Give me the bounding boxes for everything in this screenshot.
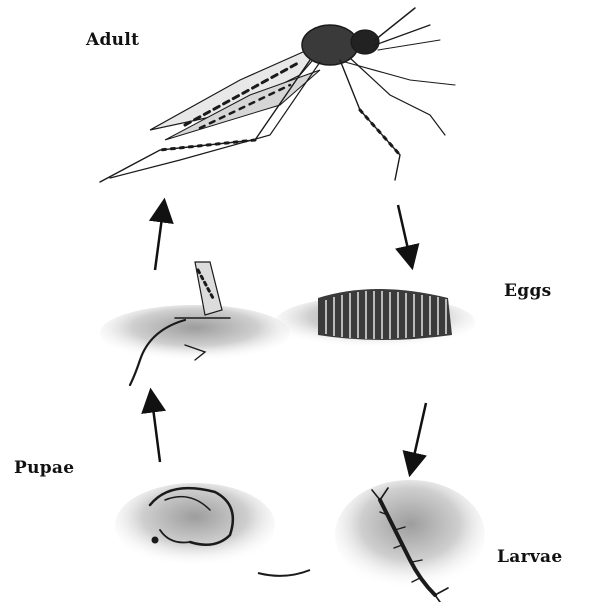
- pupa-illustration: [115, 483, 310, 576]
- arrow-eggs-to-larvae: [412, 403, 426, 465]
- arrow-pupae-to-emerging: [152, 400, 160, 462]
- label-pupae: Pupae: [14, 458, 74, 478]
- label-adult: Adult: [86, 30, 139, 50]
- label-eggs: Eggs: [504, 281, 552, 301]
- label-larvae: Larvae: [497, 547, 562, 567]
- arrow-emerging-to-adult: [155, 210, 163, 270]
- arrow-adult-to-eggs: [398, 205, 410, 258]
- larva-illustration: [335, 480, 485, 602]
- egg-raft-illustration: [275, 289, 475, 348]
- adult-mosquito-illustration: [100, 8, 455, 182]
- emerging-adult-illustration: [100, 262, 290, 385]
